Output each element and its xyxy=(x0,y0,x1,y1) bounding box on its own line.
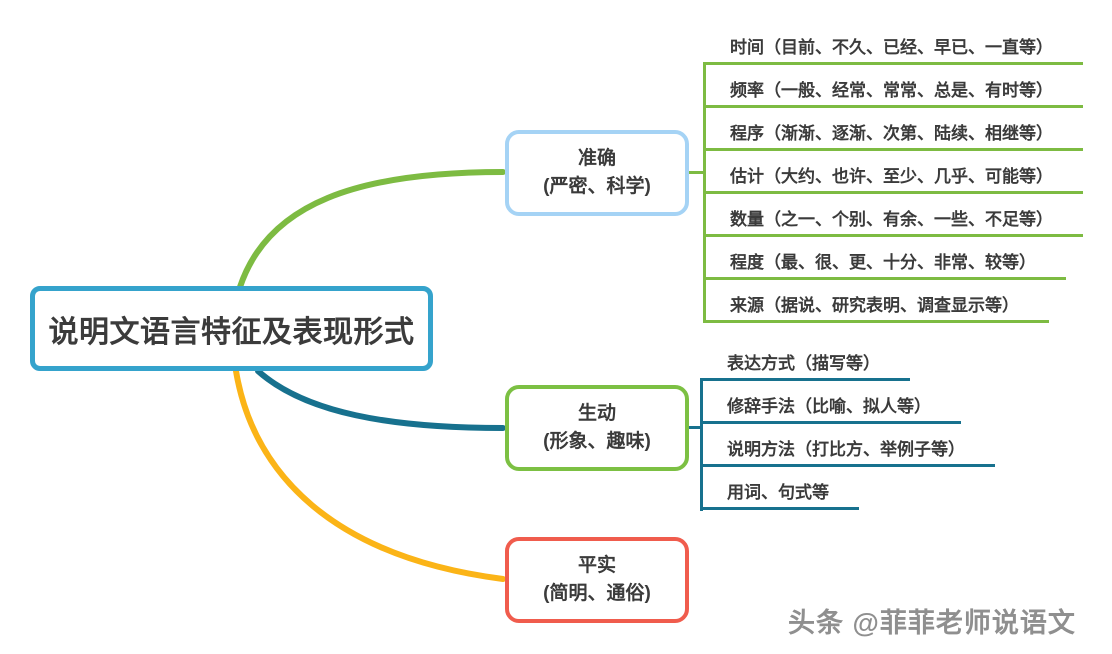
leaf-item: 频率（一般、经常、常常、总是、有时等） xyxy=(703,75,1083,108)
branch-node-vivid: 生动 (形象、趣味) xyxy=(505,385,689,471)
leaf-item: 估计（大约、也许、至少、几乎、可能等） xyxy=(703,161,1083,194)
leaf-item: 时间（目前、不久、已经、早已、一直等） xyxy=(703,32,1083,65)
branch-title: 准确 xyxy=(577,148,616,169)
leaf-item: 表达方式（描写等） xyxy=(700,348,910,381)
leaf-item: 修辞手法（比喻、拟人等） xyxy=(700,391,961,424)
leaf-item: 用词、句式等 xyxy=(700,477,859,510)
connector-vivid xyxy=(687,426,702,429)
curve-plain xyxy=(233,368,506,582)
curve-vivid xyxy=(255,368,506,431)
leaf-item: 程序（渐渐、逐渐、次第、陆续、相继等） xyxy=(703,118,1083,151)
branch-node-accurate: 准确 (严密、科学) xyxy=(505,130,689,216)
branch-title: 平实 xyxy=(577,555,616,576)
branch-subtitle: (严密、科学) xyxy=(543,176,651,197)
root-node-label: 说明文语言特征及表现形式 xyxy=(48,315,415,349)
leaf-item: 说明方法（打比方、举例子等） xyxy=(700,434,995,467)
curve-accurate xyxy=(237,169,506,290)
watermark: 头条 @菲菲老师说语文 xyxy=(788,608,1076,638)
branch-title: 生动 xyxy=(577,403,616,424)
branch-node-plain: 平实 (简明、通俗) xyxy=(505,537,689,623)
root-node: 说明文语言特征及表现形式 xyxy=(30,286,433,371)
branch-subtitle: (形象、趣味) xyxy=(543,431,651,452)
branch-subtitle: (简明、通俗) xyxy=(543,583,651,604)
leaf-spine-vivid xyxy=(700,378,703,511)
leaf-item: 数量（之一、个别、有余、一些、不足等） xyxy=(703,204,1083,237)
leaf-item: 程度（最、很、更、十分、非常、较等） xyxy=(703,247,1066,280)
leaf-item: 来源（据说、研究表明、调查显示等） xyxy=(703,290,1049,323)
connector-accurate xyxy=(687,171,705,174)
